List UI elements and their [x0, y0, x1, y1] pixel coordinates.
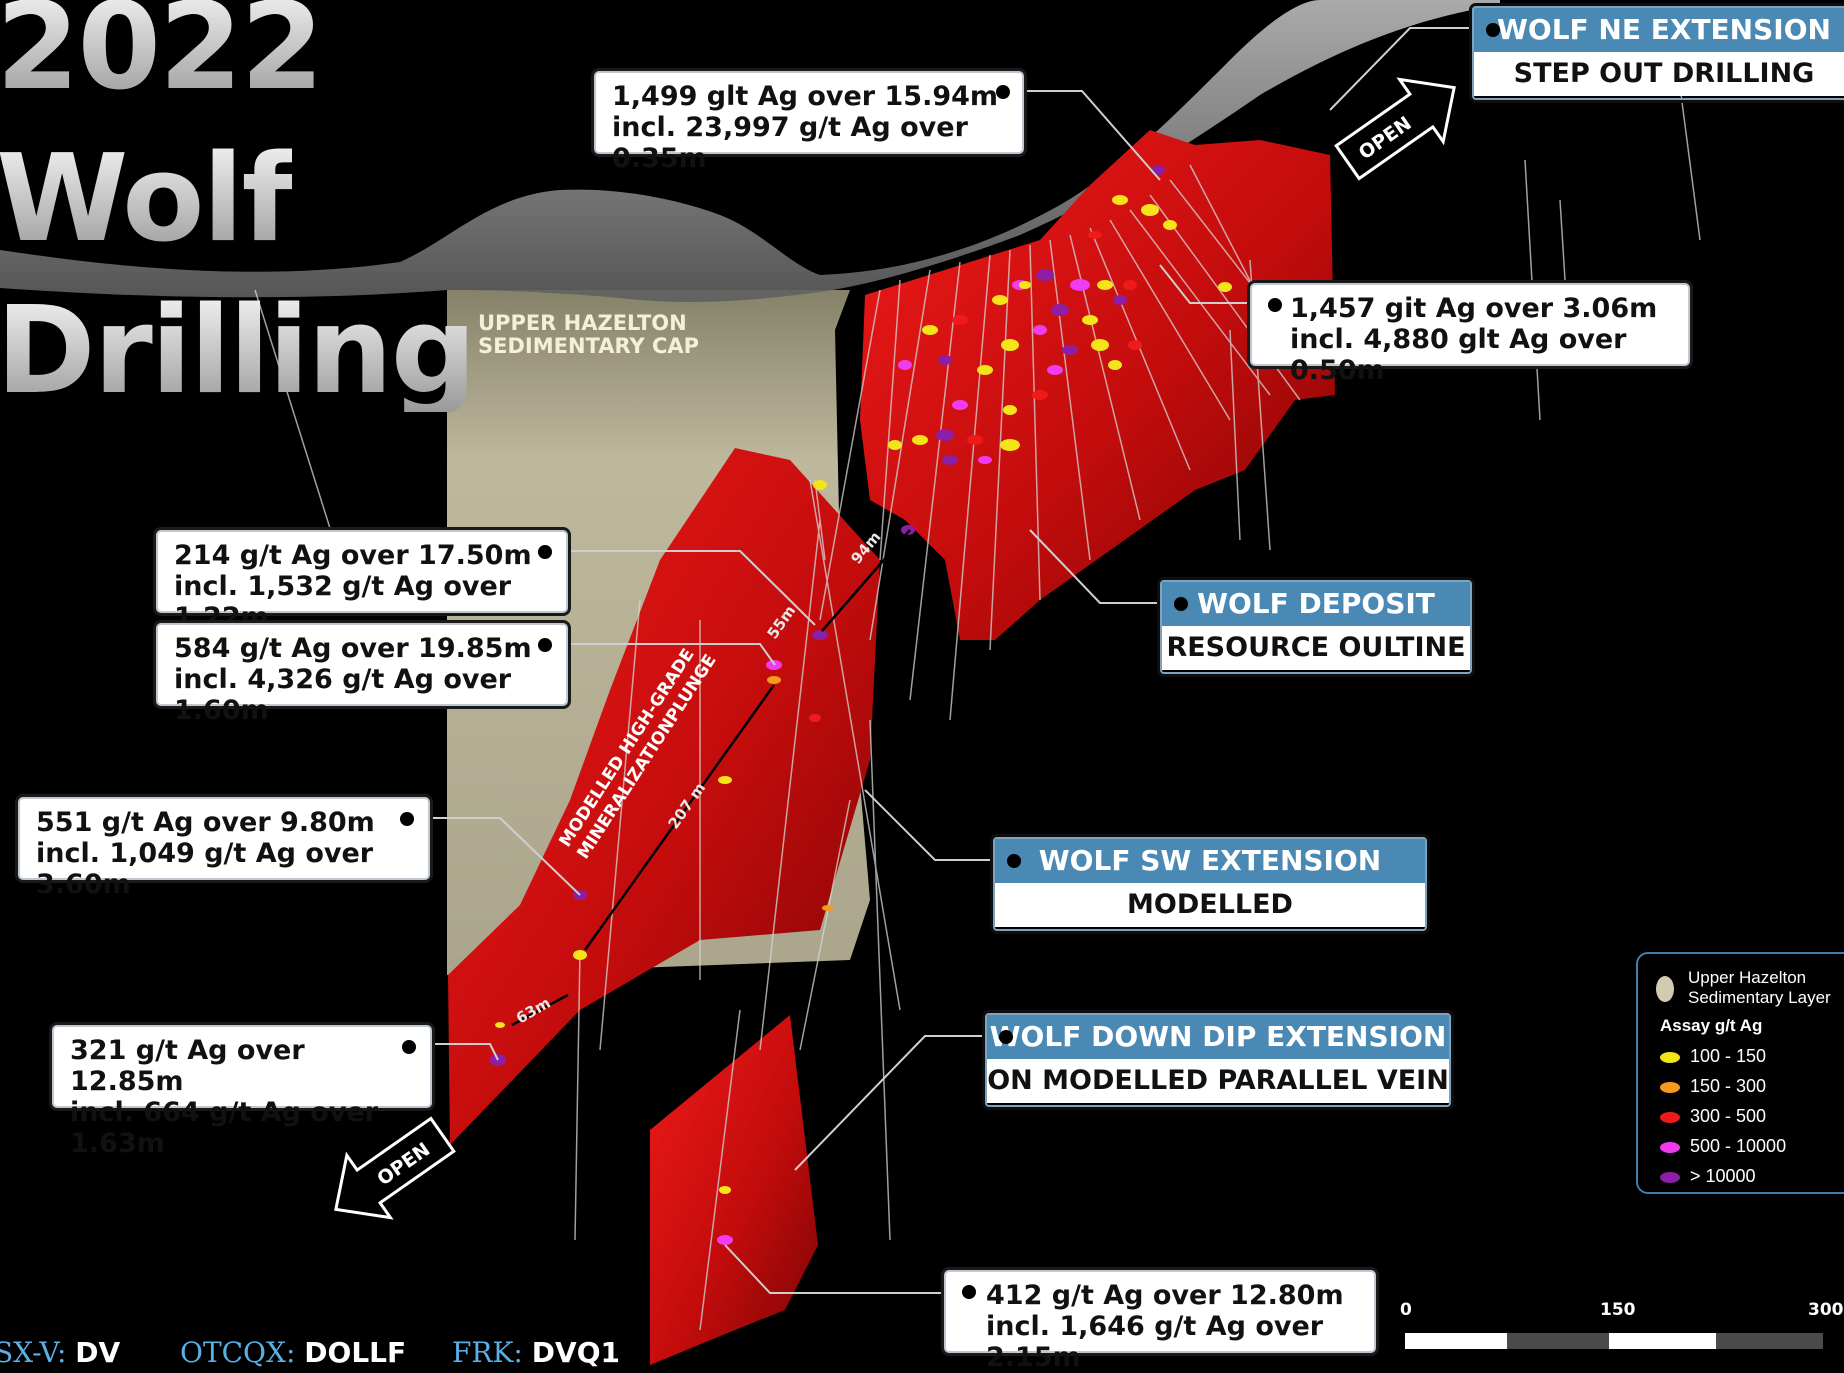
callout-pointer-dot — [1268, 298, 1282, 312]
legend-item-label: 100 - 150 — [1690, 1046, 1766, 1066]
legend-item-label: 150 - 300 — [1690, 1076, 1766, 1096]
scale-label-0: 0 — [1400, 1300, 1412, 1320]
zone-label-down-dip-extension: WOLF DOWN DIP EXTENSION ON MODELLED PARA… — [985, 1013, 1451, 1107]
zone-pointer-dot — [1174, 597, 1188, 611]
callout-pointer-dot — [402, 1040, 416, 1054]
zone-subtitle: MODELLED MINERALIZATION — [995, 883, 1425, 927]
zone-pointer-dot — [999, 1030, 1013, 1044]
zone-label-wolf-deposit: WOLF DEPOSIT RESOURCE OULTINE — [1160, 580, 1472, 674]
title-line-3: Drilling — [0, 292, 475, 412]
assay-callout: 584 g/t Ag over 19.85m incl. 4,326 g/t A… — [156, 623, 568, 706]
callout-line2: incl. 4,326 g/t Ag over 1.60m — [174, 664, 552, 726]
ticker-symbol: DOLLF — [304, 1336, 406, 1369]
legend-item: > 10000 — [1660, 1166, 1756, 1187]
scale-label-300: 300 — [1808, 1300, 1844, 1320]
legend-assay-title: Assay g/t Ag — [1660, 1016, 1762, 1036]
title-line-2: Wolf — [0, 140, 292, 260]
legend-item-label: > 10000 — [1690, 1166, 1756, 1186]
legend-cap-line2: Sedimentary Layer — [1688, 988, 1831, 1008]
callout-pointer-dot — [400, 812, 414, 826]
ticker-symbol: DVQ1 — [532, 1336, 620, 1369]
assay-callout: 412 g/t Ag over 12.80m incl. 1,646 g/t A… — [944, 1270, 1376, 1353]
callout-line2: incl. 1,049 g/t Ag over 3.60m — [36, 838, 414, 900]
legend-cap-label: Upper Hazelton Sedimentary Layer — [1688, 968, 1831, 1008]
zone-label-sw-extension: WOLF SW EXTENSION MODELLED MINERALIZATIO… — [993, 837, 1427, 931]
zone-head: WOLF SW EXTENSION — [995, 839, 1425, 883]
zone-subtitle: ON MODELLED PARALLEL VEIN — [987, 1059, 1449, 1103]
down-dip-vein-body — [650, 1015, 818, 1365]
callout-pointer-dot — [538, 638, 552, 652]
assay-callout: 214 g/t Ag over 17.50m incl. 1,532 g/t A… — [156, 530, 568, 613]
legend-item: 300 - 500 — [1660, 1106, 1766, 1127]
map-legend: Upper Hazelton Sedimentary Layer Assay g… — [1636, 952, 1844, 1194]
ticker-symbol: DV — [75, 1336, 120, 1369]
legend-cap-swatch — [1656, 976, 1674, 1002]
assay-callout: 551 g/t Ag over 9.80m incl. 1,049 g/t Ag… — [18, 797, 430, 880]
cap-label-line1: UPPER HAZELTON — [478, 312, 699, 335]
ticker-otcqx: OTCQX: DOLLF — [180, 1336, 406, 1369]
ticker-exchange: FRK: — [452, 1336, 523, 1369]
scale-bar — [1405, 1333, 1823, 1349]
ticker-tsxv: SX-V: DV — [0, 1336, 120, 1369]
callout-line1: 551 g/t Ag over 9.80m — [36, 807, 414, 838]
zone-pointer-dot — [1007, 854, 1021, 868]
zone-title: WOLF DOWN DIP EXTENSION — [990, 1020, 1447, 1053]
legend-swatch — [1660, 1082, 1680, 1093]
callout-line1: 584 g/t Ag over 19.85m — [174, 633, 552, 664]
callout-line1: 214 g/t Ag over 17.50m — [174, 540, 552, 571]
zone-pointer-dot — [1486, 23, 1500, 37]
title-line-1: 2022 — [0, 0, 322, 108]
wolf-deposit-body — [860, 130, 1335, 640]
callout-line1: 1,499 glt Ag over 15.94m — [612, 81, 1008, 112]
callout-pointer-dot — [538, 545, 552, 559]
callout-line1: 321 g/t Ag over 12.85m — [70, 1035, 416, 1097]
ticker-frk: FRK: DVQ1 — [452, 1336, 620, 1369]
legend-swatch — [1660, 1112, 1680, 1123]
assay-callout: 1,457 git Ag over 3.06m incl. 4,880 glt … — [1250, 283, 1690, 366]
legend-swatch — [1660, 1172, 1680, 1183]
zone-subtitle: STEP OUT DRILLING — [1474, 52, 1844, 96]
callout-line1: 412 g/t Ag over 12.80m — [986, 1280, 1360, 1311]
zone-head: WOLF DOWN DIP EXTENSION — [987, 1015, 1449, 1059]
cap-label-line2: SEDIMENTARY CAP — [478, 335, 699, 358]
scale-label-150: 150 — [1600, 1300, 1636, 1320]
ticker-exchange: SX-V: — [0, 1336, 66, 1369]
callout-pointer-dot — [996, 85, 1010, 99]
legend-swatch — [1660, 1142, 1680, 1153]
open-arrow-ne: OPEN — [1326, 56, 1476, 193]
callout-line1: 1,457 git Ag over 3.06m — [1290, 293, 1674, 324]
callout-line2: incl. 1,646 g/t Ag over 2.15m — [986, 1311, 1360, 1373]
legend-item: 150 - 300 — [1660, 1076, 1766, 1097]
zone-head: WOLF DEPOSIT — [1162, 582, 1470, 626]
callout-line2: incl. 664 g/t Ag over 1.63m — [70, 1097, 416, 1159]
legend-item: 100 - 150 — [1660, 1046, 1766, 1067]
zone-title: WOLF DEPOSIT — [1197, 587, 1435, 620]
assay-callout: 321 g/t Ag over 12.85m incl. 664 g/t Ag … — [52, 1025, 432, 1108]
callout-line2: incl. 23,997 g/t Ag over 0.35m — [612, 112, 1008, 174]
legend-item-label: 300 - 500 — [1690, 1106, 1766, 1126]
legend-cap-line1: Upper Hazelton — [1688, 968, 1831, 988]
zone-subtitle: RESOURCE OULTINE — [1162, 626, 1470, 670]
callout-line2: incl. 4,880 glt Ag over 0.50m — [1290, 324, 1674, 386]
ticker-exchange: OTCQX: — [180, 1336, 295, 1369]
legend-item: 500 - 10000 — [1660, 1136, 1786, 1157]
zone-title: WOLF NE EXTENSION — [1497, 13, 1831, 46]
legend-swatch — [1660, 1052, 1680, 1063]
legend-item-label: 500 - 10000 — [1690, 1136, 1786, 1156]
zone-title: WOLF SW EXTENSION — [1039, 844, 1381, 877]
assay-callout: 1,499 glt Ag over 15.94m incl. 23,997 g/… — [594, 71, 1024, 154]
callout-pointer-dot — [962, 1285, 976, 1299]
zone-label-ne-extension: WOLF NE EXTENSION STEP OUT DRILLING — [1472, 6, 1844, 100]
zone-head: WOLF NE EXTENSION — [1474, 8, 1844, 52]
sedimentary-cap-label: UPPER HAZELTON SEDIMENTARY CAP — [478, 312, 699, 358]
